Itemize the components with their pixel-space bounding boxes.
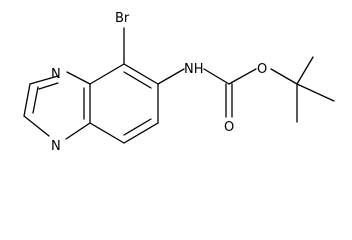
ring-nitrogen-bottom-label: N xyxy=(51,139,61,154)
bond-c7-c8-inner xyxy=(123,118,152,136)
bromine-label: Br xyxy=(115,11,130,26)
bond-nh-carbonyl xyxy=(203,68,230,85)
bond-c2-c3-inner xyxy=(32,86,39,114)
carbonyl-oxygen-label: O xyxy=(224,120,234,135)
chemical-structure-diagram: Br N N NH O O xyxy=(23,11,335,154)
ester-oxygen-label: O xyxy=(257,62,267,77)
bond-c3-n4 xyxy=(23,115,50,137)
bond-carbonyl-ester-o xyxy=(228,68,257,85)
bond-c2-c3 xyxy=(23,83,31,117)
bond-c5-c6 xyxy=(123,63,159,85)
bond-tbu-methyl-top xyxy=(296,56,314,85)
bond-n1-c2-inner xyxy=(38,82,59,90)
bond-tbu-methyl-right xyxy=(296,83,335,102)
amide-nh-label: NH xyxy=(184,62,204,77)
bond-c5-c6-inner xyxy=(123,71,152,89)
bond-c8a-n1 xyxy=(66,71,91,85)
ring-nitrogen-top-label: N xyxy=(51,67,61,82)
bond-c8-c4a xyxy=(89,122,125,144)
bond-ester-o-tbu xyxy=(270,68,298,85)
bond-c7-c8 xyxy=(123,122,159,144)
bond-n4-c4a xyxy=(65,122,91,140)
bond-c6-nh xyxy=(157,68,185,85)
bond-c8a-c5 xyxy=(89,63,125,85)
structure-canvas: Br N N NH O O xyxy=(23,11,335,154)
bond-n1-c2 xyxy=(29,75,59,85)
